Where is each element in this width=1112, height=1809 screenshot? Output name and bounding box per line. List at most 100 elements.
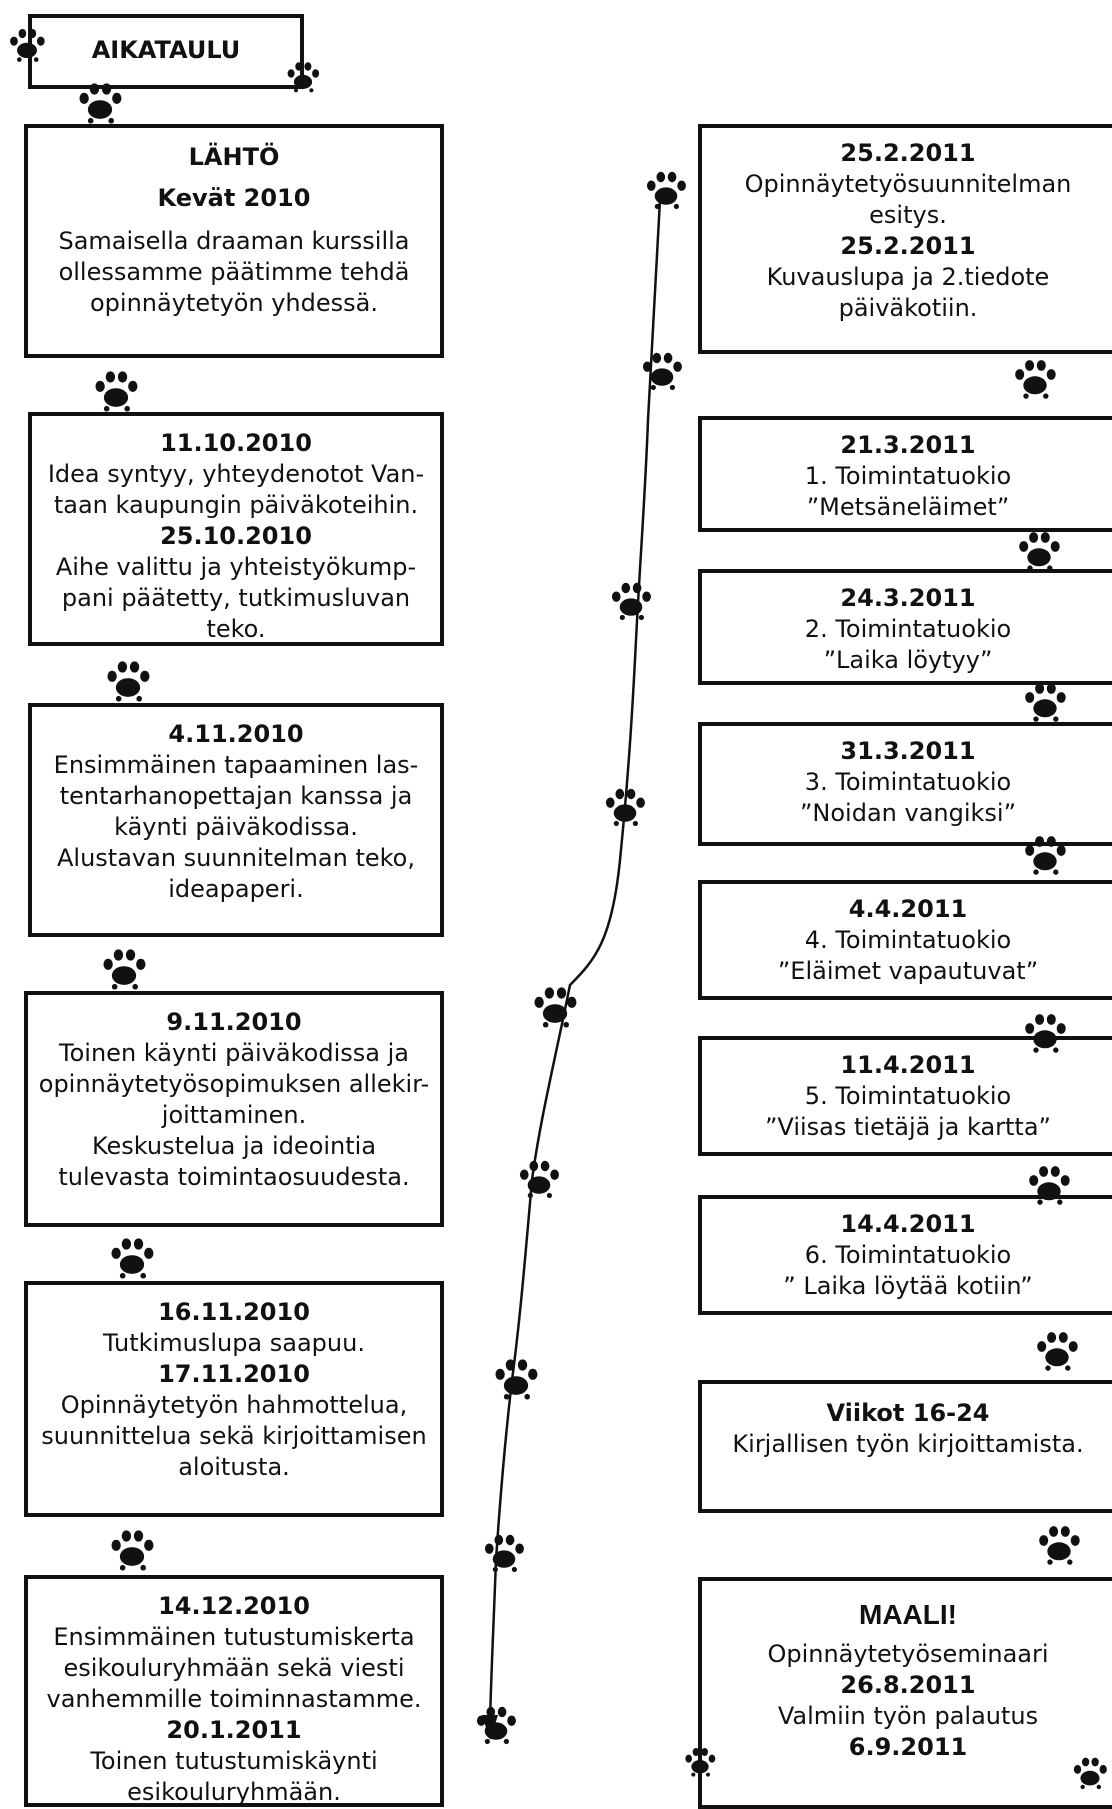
box-text-line: esitys. <box>869 201 947 229</box>
box-heading-line: 6.9.2011 <box>848 1733 968 1761</box>
box-text-line: Kuvauslupa ja 2.tiedote <box>766 263 1050 291</box>
paw-print-icon <box>1018 1008 1072 1058</box>
box-text-line: esikouluryhmään sekä viesti <box>63 1654 405 1682</box>
box-heading-line: 25.2.2011 <box>840 139 976 167</box>
box-text-line: taan kaupungin päiväkoteihin. <box>53 491 419 519</box>
paw-print-icon <box>282 56 324 98</box>
box-heading-line: 25.2.2011 <box>840 232 976 260</box>
box-heading-line: 9.11.2010 <box>166 1008 302 1036</box>
box-text-line: Toinen käynti päiväkodissa ja <box>59 1039 409 1067</box>
box-heading-line: 26.8.2011 <box>840 1671 976 1699</box>
box-text-line: Opinnäytetyöseminaari <box>767 1640 1049 1668</box>
box-heading-line: 11.4.2011 <box>840 1051 976 1079</box>
paw-print-icon <box>1068 1748 1112 1798</box>
box-text-line: opinnäytetyön yhdessä. <box>90 289 378 317</box>
paw-print-icon <box>88 366 144 416</box>
right-box-1: 21.3.2011 1. Toimintatuokio ”Metsäneläimet… <box>698 416 1112 532</box>
paw-print-icon <box>104 1233 160 1283</box>
box-text-line: joittaminen. <box>161 1101 307 1129</box>
box-text-line: Valmiin työn palautus <box>777 1702 1039 1730</box>
paw-print-icon <box>1022 1160 1076 1210</box>
box-text-line: suunnittelua sekä kirjoittamisen <box>41 1422 427 1450</box>
box-heading-line: 31.3.2011 <box>840 737 976 765</box>
box-text-line: esikouluryhmään. <box>127 1778 341 1806</box>
box-heading-line: 4.11.2010 <box>168 720 304 748</box>
right-box-4: 4.4.2011 4. Toimintatuokio ”Eläimet vapaut… <box>698 880 1112 1000</box>
box-text-line: 5. Toimintatuokio <box>804 1082 1012 1110</box>
paw-print-icon <box>513 1154 565 1204</box>
box-heading-line: LÄHTÖ <box>188 143 280 171</box>
right-box-6: 14.4.2011 6. Toimintatuokio ” Laika löytää… <box>698 1195 1112 1315</box>
box-text-line: Tutkimuslupa saapuu. <box>103 1329 365 1357</box>
paw-print-icon <box>1012 526 1066 576</box>
paw-print-icon <box>1008 354 1062 404</box>
box-heading-line: 14.12.2010 <box>158 1592 310 1620</box>
paw-print-icon <box>680 1742 720 1782</box>
paw-print-icon <box>527 982 583 1032</box>
box-text-line: Keskustelua ja ideointia <box>91 1132 377 1160</box>
box-heading-line: Kevät 2010 <box>157 184 311 212</box>
box-text-line: 1. Toimintatuokio <box>804 462 1012 490</box>
paw-print-icon <box>599 782 651 832</box>
paw-print-icon <box>478 1528 530 1578</box>
box-heading-line: 21.3.2011 <box>840 431 976 459</box>
box-heading-line: 25.10.2010 <box>160 522 312 550</box>
box-heading-line: Viikot 16-24 <box>826 1399 990 1427</box>
box-text-line: ”Laika löytyy” <box>823 646 993 674</box>
box-heading-line: MAALI! <box>859 1599 957 1630</box>
paw-print-icon <box>96 944 152 994</box>
box-text-line: ollessamme päätimme tehdä <box>58 258 410 286</box>
paw-print-icon <box>1018 677 1072 727</box>
box-text-line: ”Noidan vangiksi” <box>799 799 1017 827</box>
paw-print-icon <box>470 1700 522 1750</box>
box-text-line: Alustavan suunnitelman teko, <box>57 844 415 872</box>
box-text-line: opinnäytetyösopimuksen allekir- <box>38 1070 430 1098</box>
box-text-line: teko. <box>206 615 266 643</box>
paw-print-icon <box>72 78 128 128</box>
box-text-line: 6. Toimintatuokio <box>804 1241 1012 1269</box>
box-heading-line: 16.11.2010 <box>158 1298 310 1326</box>
box-text-line: aloitusta. <box>178 1453 290 1481</box>
box-text-line: 4. Toimintatuokio <box>804 926 1012 954</box>
schedule-title: AIKATAULU <box>28 14 304 89</box>
box-text-line: Kirjallisen työn kirjoittamista. <box>732 1430 1084 1458</box>
paw-print-icon <box>640 164 692 216</box>
paw-print-icon <box>636 346 688 396</box>
paw-print-icon <box>1032 1520 1086 1570</box>
box-text-line: Opinnäytetyösuunnitelman <box>744 170 1072 198</box>
box-text-line: Idea syntyy, yhteydenotot Van- <box>47 460 425 488</box>
box-text-line: 2. Toimintatuokio <box>804 615 1012 643</box>
box-heading-line: 14.4.2011 <box>840 1210 976 1238</box>
box-text-line: ”Eläimet vapautuvat” <box>777 957 1039 985</box>
box-text-line: 3. Toimintatuokio <box>804 768 1012 796</box>
box-text-line: Ensimmäinen tutustumiskerta <box>53 1623 415 1651</box>
box-text-line: ”Metsäneläimet” <box>806 493 1010 521</box>
paw-print-icon <box>4 22 50 68</box>
box-text-line: päiväkotiin. <box>838 294 978 322</box>
box-heading-line: 20.1.2011 <box>166 1716 302 1744</box>
box-text-line: Ensimmäinen tapaaminen las- <box>53 751 419 779</box>
box-text-line: ideapaperi. <box>168 875 304 903</box>
box-text-line: Toinen tutustumiskäynti <box>90 1747 378 1775</box>
box-text-line: Opinnäytetyön hahmottelua, <box>60 1391 408 1419</box>
right-box-3: 31.3.2011 3. Toimintatuokio ”Noidan vangik… <box>698 722 1112 846</box>
paw-print-icon <box>488 1354 544 1404</box>
box-heading-line: 4.4.2011 <box>848 895 968 923</box>
paw-print-icon <box>104 1525 160 1575</box>
box-text-line: ” Laika löytää kotiin” <box>783 1272 1033 1300</box>
box-text-line: pani päätetty, tutkimusluvan <box>61 584 411 612</box>
paw-print-icon <box>1030 1326 1084 1376</box>
paw-print-icon <box>100 656 156 706</box>
box-heading-line: 17.11.2010 <box>158 1360 310 1388</box>
